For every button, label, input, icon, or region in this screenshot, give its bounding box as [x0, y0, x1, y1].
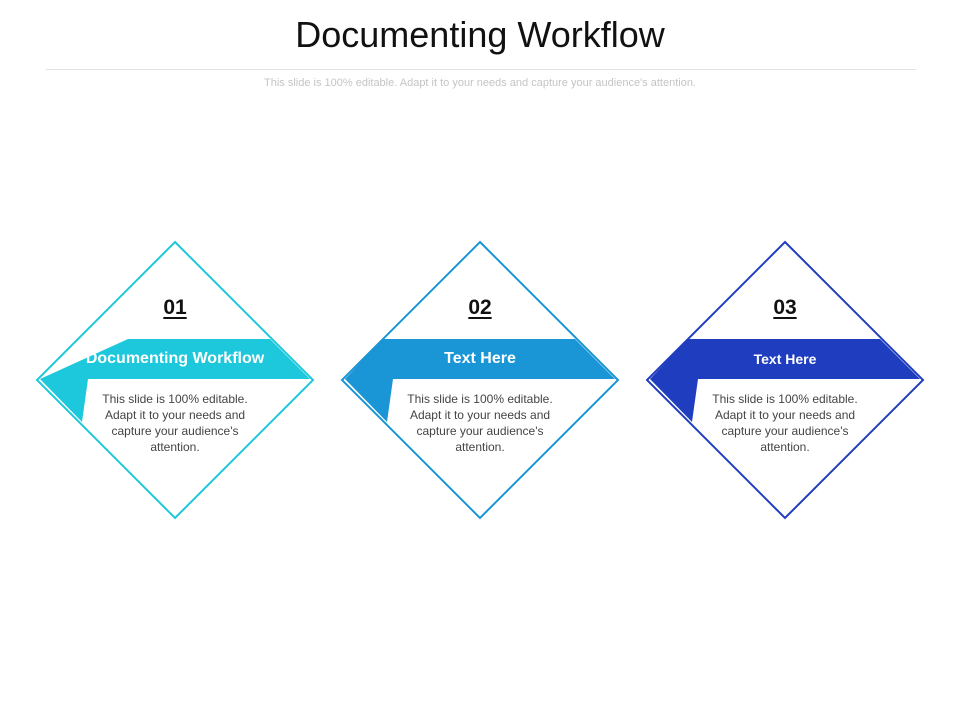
diamond-frame-3 — [645, 240, 925, 520]
step-description-2: This slide is 100% editable. Adapt it to… — [407, 392, 553, 454]
step-card-2: 02 Text Here This slide is 100% editable… — [338, 240, 622, 520]
step-number-2: 02 — [468, 296, 492, 319]
slide-title: Documenting Workflow — [295, 14, 665, 55]
step-heading-2: Text Here — [444, 350, 516, 367]
step-heading-3: Text Here — [753, 351, 817, 367]
step-card-3: 03 Text Here This slide is 100% editable… — [643, 240, 927, 520]
title-divider — [46, 69, 916, 70]
step-card-1: 01 Documenting Workflow This slide is 10… — [33, 240, 317, 520]
diamond-frame-2 — [340, 240, 620, 520]
step-number-3: 03 — [773, 296, 797, 319]
slide-subtitle: This slide is 100% editable. Adapt it to… — [264, 77, 696, 89]
step-number-1: 01 — [163, 296, 187, 319]
diamond-frame-1 — [35, 240, 315, 520]
step-description-1: This slide is 100% editable. Adapt it to… — [102, 392, 248, 454]
step-heading-1: Documenting Workflow — [85, 350, 265, 367]
step-description-3: This slide is 100% editable. Adapt it to… — [712, 392, 858, 454]
